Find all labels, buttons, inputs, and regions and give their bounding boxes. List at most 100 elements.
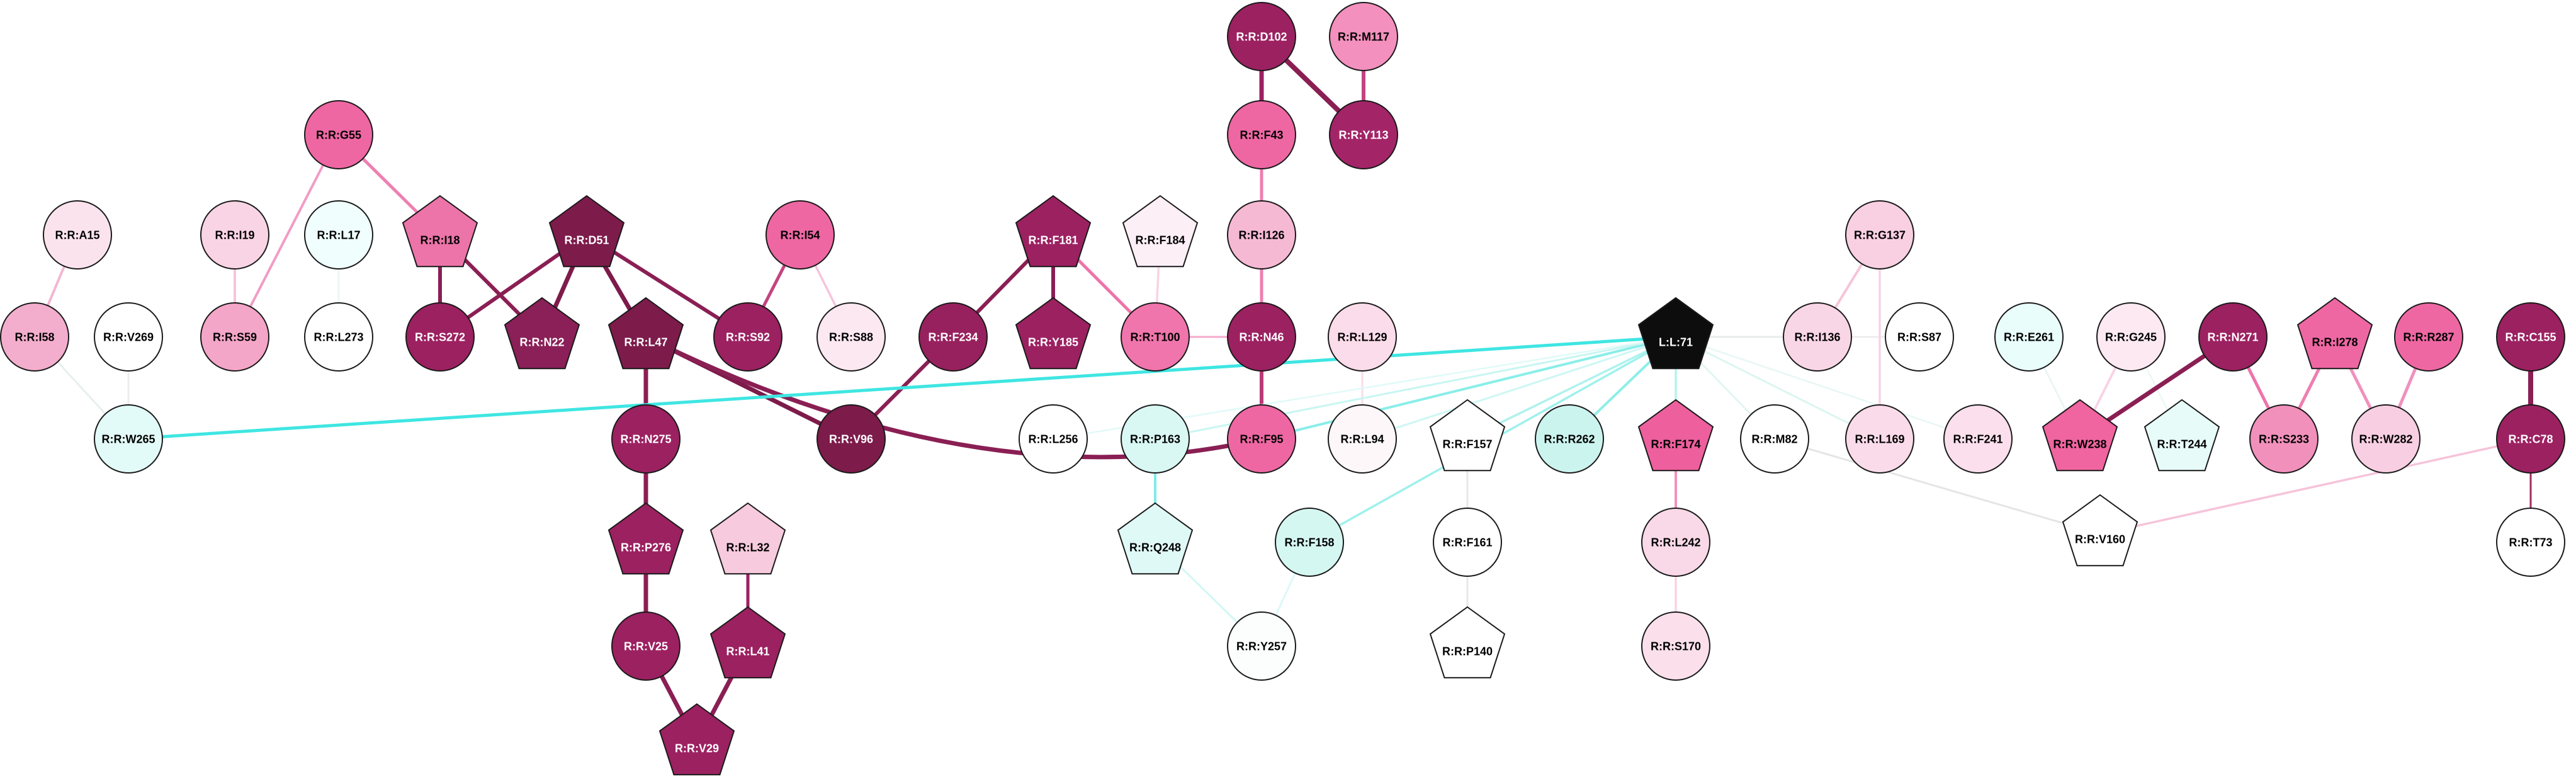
node-R:R:D102[interactable]: R:R:D102	[1227, 2, 1296, 71]
node-R:R:V96[interactable]: R:R:V96	[816, 404, 886, 474]
circle-node-shape[interactable]	[304, 100, 373, 169]
circle-node-shape[interactable]	[1641, 611, 1710, 681]
node-R:R:W265[interactable]: R:R:W265	[94, 404, 163, 474]
node-R:R:I126[interactable]: R:R:I126	[1227, 200, 1296, 270]
circle-node-shape[interactable]	[1885, 302, 1954, 372]
node-R:R:S170[interactable]: R:R:S170	[1641, 611, 1710, 681]
circle-node-shape[interactable]	[611, 611, 681, 681]
pentagon-node-shape[interactable]	[1015, 195, 1092, 268]
node-R:R:C78[interactable]: R:R:C78	[2496, 404, 2565, 474]
node-R:R:I136[interactable]: R:R:I136	[1783, 302, 1852, 372]
node-R:R:S88[interactable]: R:R:S88	[816, 302, 886, 372]
node-R:R:I58[interactable]: R:R:I58	[0, 302, 69, 372]
circle-node-shape[interactable]	[1328, 404, 1397, 474]
node-R:R:A15[interactable]: R:R:A15	[43, 200, 112, 270]
node-R:R:S87[interactable]: R:R:S87	[1885, 302, 1954, 372]
pentagon-node-shape[interactable]	[1429, 399, 1506, 472]
node-R:R:I18[interactable]: R:R:I18	[402, 195, 478, 268]
circle-node-shape[interactable]	[1121, 404, 1190, 474]
circle-node-shape[interactable]	[94, 404, 163, 474]
circle-node-shape[interactable]	[2496, 508, 2565, 577]
pentagon-node-shape[interactable]	[2144, 399, 2220, 472]
circle-node-shape[interactable]	[1845, 200, 1914, 270]
node-L:L:71[interactable]: L:L:71	[1637, 297, 1714, 370]
node-R:R:S233[interactable]: R:R:S233	[2249, 404, 2319, 474]
node-R:R:V25[interactable]: R:R:V25	[611, 611, 681, 681]
circle-node-shape[interactable]	[2351, 404, 2421, 474]
node-R:R:I19[interactable]: R:R:I19	[200, 200, 269, 270]
node-R:R:F158[interactable]: R:R:F158	[1275, 508, 1344, 577]
node-R:R:Y185[interactable]: R:R:Y185	[1015, 297, 1092, 370]
node-R:R:V29[interactable]: R:R:V29	[658, 703, 735, 776]
node-R:R:L47[interactable]: R:R:L47	[607, 297, 684, 370]
node-R:R:E261[interactable]: R:R:E261	[1994, 302, 2064, 372]
node-R:R:M82[interactable]: R:R:M82	[1740, 404, 1809, 474]
circle-node-shape[interactable]	[304, 200, 373, 270]
node-R:R:F157[interactable]: R:R:F157	[1429, 399, 1506, 472]
circle-node-shape[interactable]	[1433, 508, 1502, 577]
circle-node-shape[interactable]	[1121, 302, 1190, 372]
node-R:R:G245[interactable]: R:R:G245	[2096, 302, 2166, 372]
node-R:R:P163[interactable]: R:R:P163	[1121, 404, 1190, 474]
node-R:R:V160[interactable]: R:R:V160	[2062, 494, 2138, 567]
node-R:R:F95[interactable]: R:R:F95	[1227, 404, 1296, 474]
pentagon-node-shape[interactable]	[607, 297, 684, 370]
circle-node-shape[interactable]	[2394, 302, 2463, 372]
circle-node-shape[interactable]	[1845, 404, 1914, 474]
circle-node-shape[interactable]	[1019, 404, 1088, 474]
node-R:R:F174[interactable]: R:R:F174	[1637, 399, 1714, 472]
node-R:R:G137[interactable]: R:R:G137	[1845, 200, 1914, 270]
node-R:R:I278[interactable]: R:R:I278	[2296, 297, 2373, 370]
pentagon-node-shape[interactable]	[658, 703, 735, 776]
pentagon-node-shape[interactable]	[709, 606, 786, 679]
circle-node-shape[interactable]	[94, 302, 163, 372]
circle-node-shape[interactable]	[1227, 200, 1296, 270]
circle-node-shape[interactable]	[816, 302, 886, 372]
node-R:R:W238[interactable]: R:R:W238	[2042, 399, 2118, 472]
circle-node-shape[interactable]	[2496, 404, 2565, 474]
pentagon-node-shape[interactable]	[548, 195, 625, 268]
pentagon-node-shape[interactable]	[1117, 502, 1194, 575]
pentagon-node-shape[interactable]	[1637, 399, 1714, 472]
circle-node-shape[interactable]	[1227, 2, 1296, 71]
circle-node-shape[interactable]	[2096, 302, 2166, 372]
node-R:R:P276[interactable]: R:R:P276	[607, 502, 684, 575]
node-R:R:Q248[interactable]: R:R:Q248	[1117, 502, 1194, 575]
node-R:R:R287[interactable]: R:R:R287	[2394, 302, 2463, 372]
pentagon-node-shape[interactable]	[1637, 297, 1714, 370]
node-R:R:C155[interactable]: R:R:C155	[2496, 302, 2565, 372]
circle-node-shape[interactable]	[713, 302, 782, 372]
node-R:R:T100[interactable]: R:R:T100	[1121, 302, 1190, 372]
node-R:R:L169[interactable]: R:R:L169	[1845, 404, 1914, 474]
pentagon-node-shape[interactable]	[709, 502, 786, 575]
circle-node-shape[interactable]	[43, 200, 112, 270]
pentagon-node-shape[interactable]	[504, 297, 580, 370]
node-R:R:R262[interactable]: R:R:R262	[1535, 404, 1604, 474]
pentagon-node-shape[interactable]	[2042, 399, 2118, 472]
node-R:R:F184[interactable]: R:R:F184	[1122, 195, 1199, 268]
circle-node-shape[interactable]	[1227, 302, 1296, 372]
pentagon-node-shape[interactable]	[1429, 606, 1506, 679]
circle-node-shape[interactable]	[405, 302, 475, 372]
pentagon-node-shape[interactable]	[607, 502, 684, 575]
circle-node-shape[interactable]	[1227, 404, 1296, 474]
node-R:R:F43[interactable]: R:R:F43	[1227, 100, 1296, 169]
node-R:R:F161[interactable]: R:R:F161	[1433, 508, 1502, 577]
node-R:R:N46[interactable]: R:R:N46	[1227, 302, 1296, 372]
node-R:R:F234[interactable]: R:R:F234	[918, 302, 988, 372]
node-R:R:M117[interactable]: R:R:M117	[1329, 2, 1398, 71]
node-R:R:P140[interactable]: R:R:P140	[1429, 606, 1506, 679]
circle-node-shape[interactable]	[1994, 302, 2064, 372]
node-R:R:G55[interactable]: R:R:G55	[304, 100, 373, 169]
node-R:R:S59[interactable]: R:R:S59	[200, 302, 269, 372]
circle-node-shape[interactable]	[2198, 302, 2268, 372]
node-R:R:Y257[interactable]: R:R:Y257	[1227, 611, 1296, 681]
circle-node-shape[interactable]	[2496, 302, 2565, 372]
circle-node-shape[interactable]	[2249, 404, 2319, 474]
circle-node-shape[interactable]	[611, 404, 681, 474]
circle-node-shape[interactable]	[1641, 508, 1710, 577]
circle-node-shape[interactable]	[1227, 611, 1296, 681]
node-R:R:T73[interactable]: R:R:T73	[2496, 508, 2565, 577]
pentagon-node-shape[interactable]	[1122, 195, 1199, 268]
